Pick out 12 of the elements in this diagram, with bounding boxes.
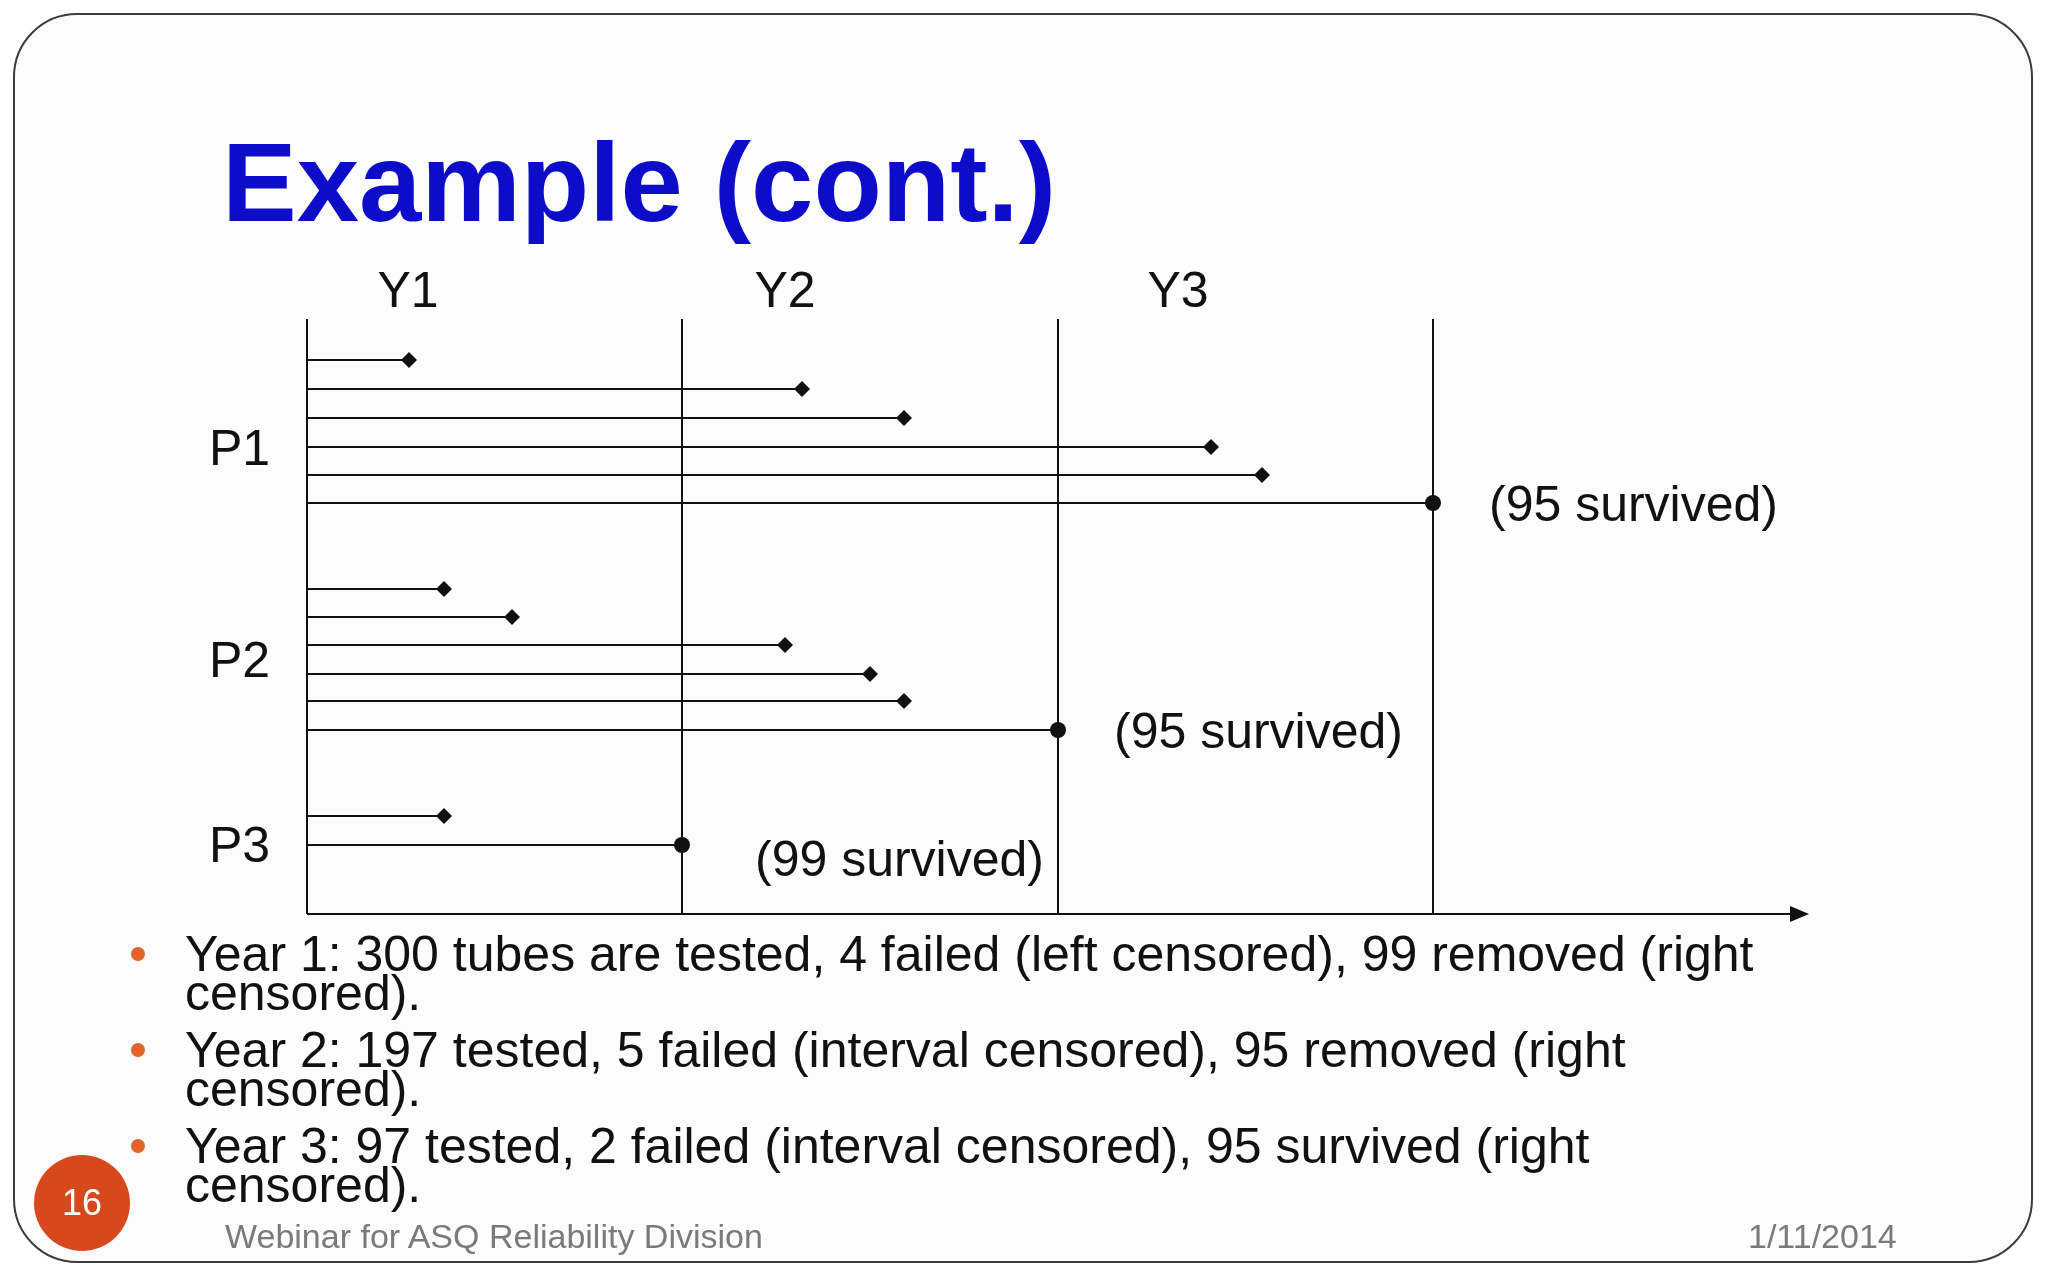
row-label: P2 (209, 632, 271, 690)
date-text: 1/11/2014 (1748, 1217, 1897, 1257)
column-heading: Y3 (1147, 262, 1209, 320)
column-heading: Y1 (377, 262, 439, 320)
row-label: P3 (209, 817, 271, 875)
column-heading: Y2 (754, 262, 816, 320)
row-label: P1 (209, 420, 271, 478)
slide-title: Example (cont.) (222, 119, 1056, 247)
bullet-text: Year 1: 300 tubes are tested, 4 failed (left censored), 99 removed (right censored). (185, 926, 1755, 1022)
footer-text: Webinar for ASQ Reliability Division (225, 1217, 763, 1257)
bullet-text: Year 2: 197 tested, 5 failed (interval censored), 95 removed (right censored). (185, 1022, 1627, 1118)
bullet-text: Year 3: 97 tested, 2 failed (interval censored), 95 survived (right censored). (185, 1118, 1591, 1214)
